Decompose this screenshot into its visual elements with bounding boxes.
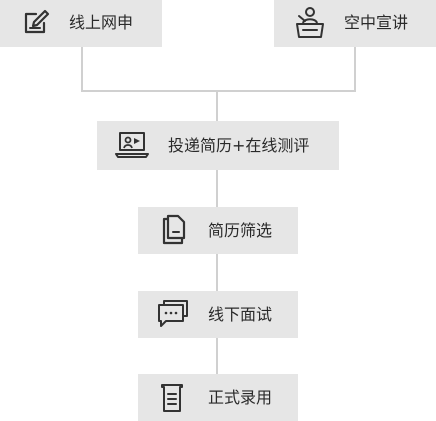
resume-screening-label: 简历筛选 bbox=[208, 221, 273, 240]
chat-icon bbox=[158, 300, 188, 327]
presenter-icon bbox=[296, 7, 324, 38]
resume-screening-box: 简历筛选 bbox=[138, 207, 298, 254]
document-icon bbox=[162, 214, 186, 245]
apply-online-box: 线上网申 bbox=[0, 0, 162, 47]
online-briefing-label: 空中宣讲 bbox=[344, 13, 409, 32]
connector-main-vertical bbox=[216, 91, 218, 421]
official-hire-box: 正式录用 bbox=[138, 374, 298, 421]
connector-right-vertical bbox=[354, 47, 356, 92]
official-hire-label: 正式录用 bbox=[208, 388, 273, 407]
connector-horizontal bbox=[81, 90, 356, 92]
edit-icon bbox=[24, 9, 50, 34]
apply-online-label: 线上网申 bbox=[69, 13, 134, 32]
submit-resume-test-label: 投递简历+在线测评 bbox=[168, 136, 310, 155]
onsite-interview-box: 线下面试 bbox=[138, 291, 298, 338]
laptop-icon bbox=[115, 132, 149, 158]
onsite-interview-label: 线下面试 bbox=[208, 305, 273, 324]
contract-icon bbox=[161, 384, 183, 412]
online-briefing-box: 空中宣讲 bbox=[274, 0, 436, 47]
connector-left-vertical bbox=[81, 47, 83, 92]
submit-resume-test-box: 投递简历+在线测评 bbox=[97, 121, 339, 170]
